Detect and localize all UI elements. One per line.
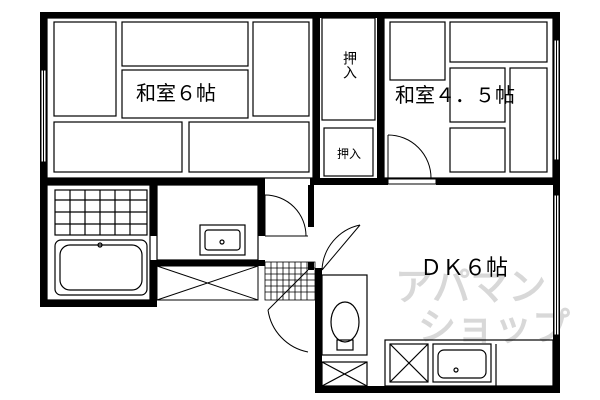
tatami-room-45 bbox=[383, 17, 554, 179]
door-swing-toilet bbox=[267, 224, 361, 353]
toilet-room bbox=[321, 274, 368, 387]
door-swing-washitsu-45 bbox=[387, 134, 432, 179]
windows bbox=[40, 39, 560, 336]
entrance-tile bbox=[264, 261, 316, 301]
room-label-washitsu-6: 和室６帖 bbox=[136, 81, 216, 105]
washer-space bbox=[156, 265, 259, 301]
room-label-dk-6: ＤＫ６帖 bbox=[420, 256, 508, 281]
closet-label-small: 押入 bbox=[337, 147, 361, 161]
kitchen-counter bbox=[384, 339, 554, 387]
watermark-line1: アパマン bbox=[395, 265, 546, 309]
watermark: アパマン ショップ bbox=[395, 265, 570, 349]
tatami-room-6 bbox=[46, 17, 314, 179]
closets bbox=[321, 17, 376, 177]
bathroom bbox=[46, 184, 151, 301]
closet-label-tall: 押入 bbox=[341, 51, 357, 79]
door-swing-washroom bbox=[264, 194, 308, 237]
room-label-washitsu-45: 和室４．５帖 bbox=[395, 83, 515, 107]
watermark-line2: ショップ bbox=[418, 305, 570, 349]
washroom bbox=[156, 184, 259, 261]
